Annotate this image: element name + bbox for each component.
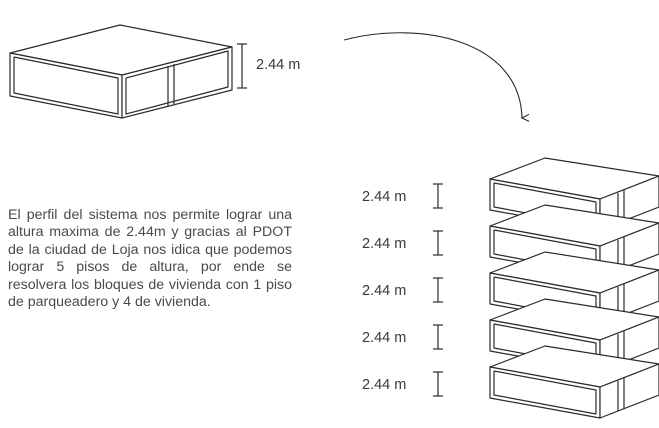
floor-dimension-5: [433, 371, 443, 397]
floor-height-label-5: 2.44 m: [362, 377, 406, 393]
floor-dimension-3: [433, 277, 443, 303]
floor-height-label-3: 2.44 m: [362, 283, 406, 299]
single-module-dimension: [237, 43, 247, 89]
single-module-box: [9, 24, 233, 119]
floor-dimension-4: [433, 324, 443, 350]
floor-height-label-1: 2.44 m: [362, 189, 406, 205]
floor-module-5: [489, 345, 659, 419]
description-text: El perfil del sistema nos permite lograr…: [8, 207, 292, 311]
floor-height-label-2: 2.44 m: [362, 236, 406, 252]
transition-arrow: [343, 32, 522, 118]
floor-height-label-4: 2.44 m: [362, 330, 406, 346]
stacked-floors: 2.44 m 2.44 m 2.44 m 2.44 m 2.44 m: [362, 157, 659, 419]
floor-dimension-2: [433, 230, 443, 256]
single-module-height-label: 2.44 m: [256, 57, 300, 73]
floor-dimension-1: [433, 183, 443, 209]
